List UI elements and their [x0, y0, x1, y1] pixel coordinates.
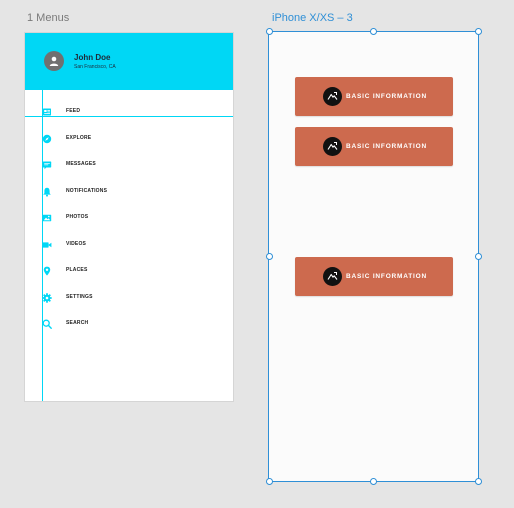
- resize-handle-bottom-left[interactable]: [266, 478, 273, 485]
- menu-item-label: FEED: [66, 108, 81, 114]
- photo-icon: [42, 214, 52, 222]
- user-name: John Doe: [74, 53, 111, 62]
- feed-icon: [43, 108, 51, 116]
- menu-item-label: SETTINGS: [66, 294, 93, 300]
- menu-item-label: EXPLORE: [66, 135, 92, 141]
- menu-item-photos[interactable]: PHOTOS: [25, 209, 233, 227]
- button-label: BASIC INFORMATION: [346, 93, 428, 100]
- user-location: San Francisco, CA: [74, 64, 116, 70]
- avatar[interactable]: [44, 51, 64, 71]
- menu-item-label: NOTIFICATIONS: [66, 188, 108, 194]
- menu-item-settings[interactable]: SETTINGS: [25, 289, 233, 307]
- mountain-icon: [323, 267, 342, 286]
- menu-item-places[interactable]: PLACES: [25, 262, 233, 280]
- gear-icon: [42, 293, 52, 303]
- menu-item-label: SEARCH: [66, 320, 89, 326]
- iphone-artboard[interactable]: BASIC INFORMATION BASIC INFORMATION BASI…: [269, 32, 478, 481]
- resize-handle-bottom-right[interactable]: [475, 478, 482, 485]
- user-icon: [49, 56, 59, 66]
- resize-handle-bottom[interactable]: [370, 478, 377, 485]
- menu-item-messages[interactable]: MESSAGES: [25, 156, 233, 174]
- menu-item-label: MESSAGES: [66, 161, 96, 167]
- video-icon: [42, 242, 52, 248]
- button-label: BASIC INFORMATION: [346, 143, 428, 150]
- resize-handle-top-right[interactable]: [475, 28, 482, 35]
- resize-handle-right[interactable]: [475, 253, 482, 260]
- button-label: BASIC INFORMATION: [346, 273, 428, 280]
- menus-artboard[interactable]: John Doe San Francisco, CA FEED EXPLORE …: [25, 33, 233, 401]
- menu-item-label: PLACES: [66, 267, 88, 273]
- menu-header: John Doe San Francisco, CA: [25, 33, 233, 90]
- menu-item-label: PHOTOS: [66, 214, 89, 220]
- mountain-icon: [323, 87, 342, 106]
- resize-handle-left[interactable]: [266, 253, 273, 260]
- search-icon: [42, 319, 52, 329]
- menu-item-label: VIDEOS: [66, 241, 87, 247]
- menu-item-search[interactable]: SEARCH: [25, 315, 233, 333]
- menu-item-feed[interactable]: FEED: [25, 103, 233, 121]
- pin-icon: [43, 266, 51, 276]
- menu-item-notifications[interactable]: NOTIFICATIONS: [25, 183, 233, 201]
- basic-information-button[interactable]: BASIC INFORMATION: [295, 257, 453, 296]
- message-icon: [42, 161, 52, 170]
- resize-handle-top-left[interactable]: [266, 28, 273, 35]
- mountain-icon: [323, 137, 342, 156]
- menu-item-explore[interactable]: EXPLORE: [25, 130, 233, 148]
- artboard-label-iphone[interactable]: iPhone X/XS – 3: [272, 12, 353, 24]
- artboard-label-menus[interactable]: 1 Menus: [27, 12, 70, 24]
- menu-item-videos[interactable]: VIDEOS: [25, 236, 233, 254]
- layout-guide-vertical: [42, 33, 43, 401]
- layout-guide-horizontal: [25, 116, 233, 117]
- compass-icon: [42, 134, 52, 144]
- bell-icon: [43, 187, 51, 197]
- resize-handle-top[interactable]: [370, 28, 377, 35]
- basic-information-button[interactable]: BASIC INFORMATION: [295, 77, 453, 116]
- basic-information-button[interactable]: BASIC INFORMATION: [295, 127, 453, 166]
